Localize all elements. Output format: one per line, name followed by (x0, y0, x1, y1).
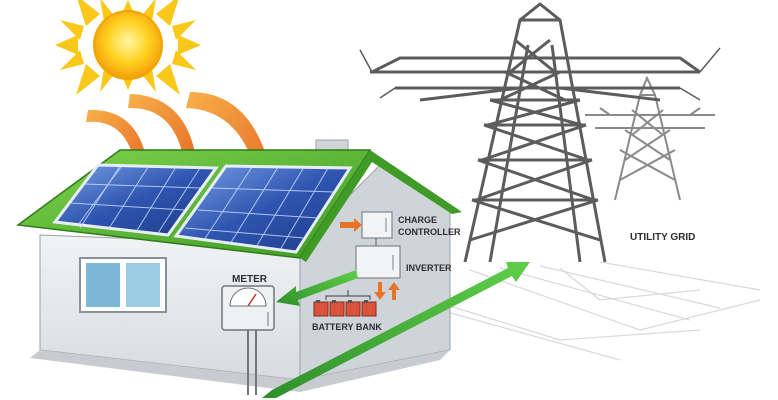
battery-icon (313, 290, 377, 317)
battery-bank-label: BATTERY BANK (312, 322, 382, 332)
tower-shadows (429, 261, 761, 361)
utility-grid-label: UTILITY GRID (630, 232, 695, 243)
charge-controller (361, 211, 393, 239)
battery-down-arrow (374, 282, 386, 300)
meter-to-grid-arrow (262, 262, 530, 398)
house-window (79, 257, 167, 313)
battery-up-arrow (388, 282, 400, 300)
inverter-label: INVERTER (406, 263, 452, 273)
inverter (355, 245, 401, 279)
transmission-tower-icon (359, 2, 721, 263)
solar-to-controller-arrow (340, 218, 362, 232)
sun-icon (55, 0, 201, 95)
meter-label: METER (232, 274, 268, 285)
transmission-tower-icon-far (585, 75, 715, 201)
inverter-to-meter-arrow (276, 270, 358, 306)
solar-panel-icon-left (52, 163, 219, 237)
solar-panel-icon-right (173, 164, 353, 254)
charge-controller-label-line2: CONTROLLER (398, 227, 461, 237)
charge-controller-label-line1: CHARGE (398, 215, 437, 225)
meter-icon (221, 285, 275, 395)
